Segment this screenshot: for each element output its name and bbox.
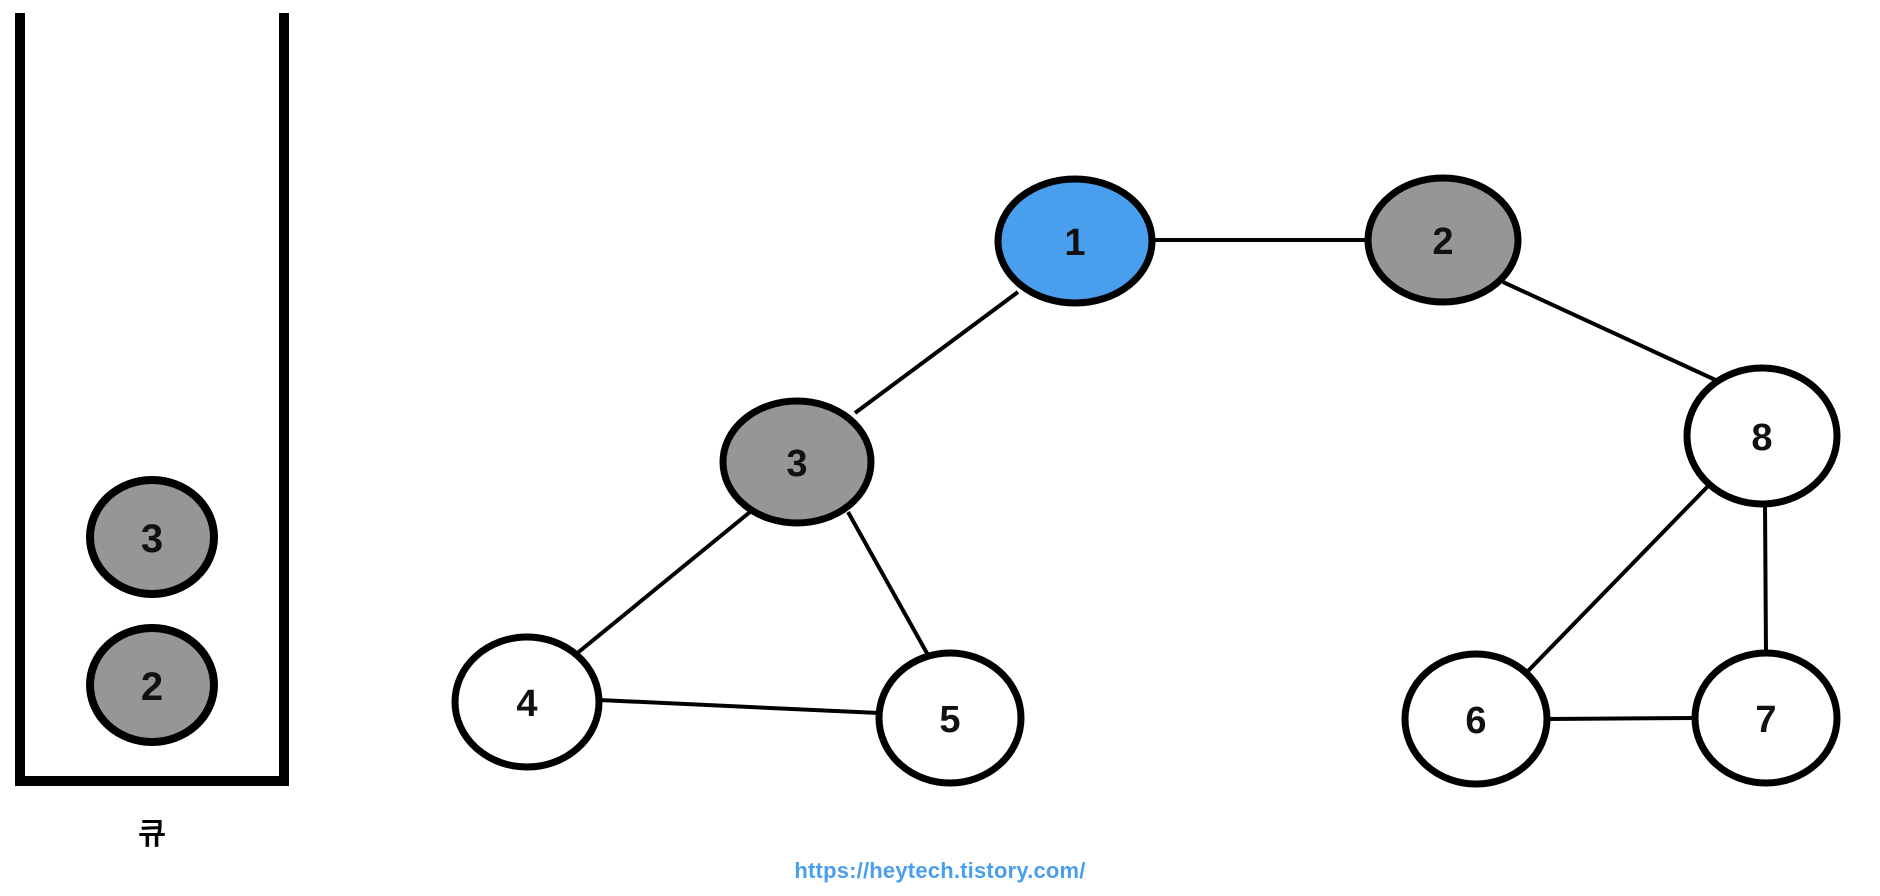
node-7-circle [1691,649,1841,787]
edge-4-5 [598,698,880,715]
queue-right-wall [279,13,289,786]
node-2-circle [1364,174,1522,306]
node-7-label: 7 [1755,699,1776,741]
node-4-circle [451,633,603,771]
edge-6-7 [1546,716,1696,721]
edge-8-6 [1526,480,1714,673]
node-3-circle [719,397,875,527]
node-6-circle [1401,650,1551,788]
queue-item-2-label: 2 [141,665,163,709]
node-5-label: 5 [939,699,960,741]
graph-nodes: 1 2 3 4 5 6 [451,174,1841,788]
node-2[interactable]: 2 [1364,174,1522,306]
queue-item-3-circle [86,476,218,598]
node-7[interactable]: 7 [1691,649,1841,787]
queue-container [15,13,289,786]
node-2-label: 2 [1432,221,1453,263]
node-5-circle [875,649,1025,787]
edge-3-4 [573,510,752,657]
edge-8-7 [1763,503,1768,656]
edge-3-5 [846,511,930,656]
queue-caption: 큐 [138,817,166,852]
queue-item-2-circle [86,624,218,746]
edge-2-8 [1502,280,1723,385]
queue-item-2[interactable]: 2 [86,624,218,746]
node-3-label: 3 [786,443,807,485]
queue-item-3-label: 3 [141,517,163,561]
node-1-label: 1 [1064,222,1085,264]
node-4-label: 4 [516,683,537,725]
node-5[interactable]: 5 [875,649,1025,787]
node-3[interactable]: 3 [719,397,875,527]
queue-item-3[interactable]: 3 [86,476,218,598]
queue-bottom-wall [15,776,289,786]
node-8[interactable]: 8 [1683,364,1841,508]
node-4[interactable]: 4 [451,633,603,771]
node-6-label: 6 [1465,700,1486,742]
node-1[interactable]: 1 [994,175,1156,307]
node-6[interactable]: 6 [1401,650,1551,788]
graph-edges [573,238,1768,721]
node-8-label: 8 [1751,417,1772,459]
queue-items: 3 2 [86,476,218,746]
watermark-url: https://heytech.tistory.com/ [794,858,1086,883]
edge-1-3 [853,290,1020,415]
node-1-circle [994,175,1156,307]
node-8-circle [1683,364,1841,508]
queue-left-wall [15,13,25,786]
